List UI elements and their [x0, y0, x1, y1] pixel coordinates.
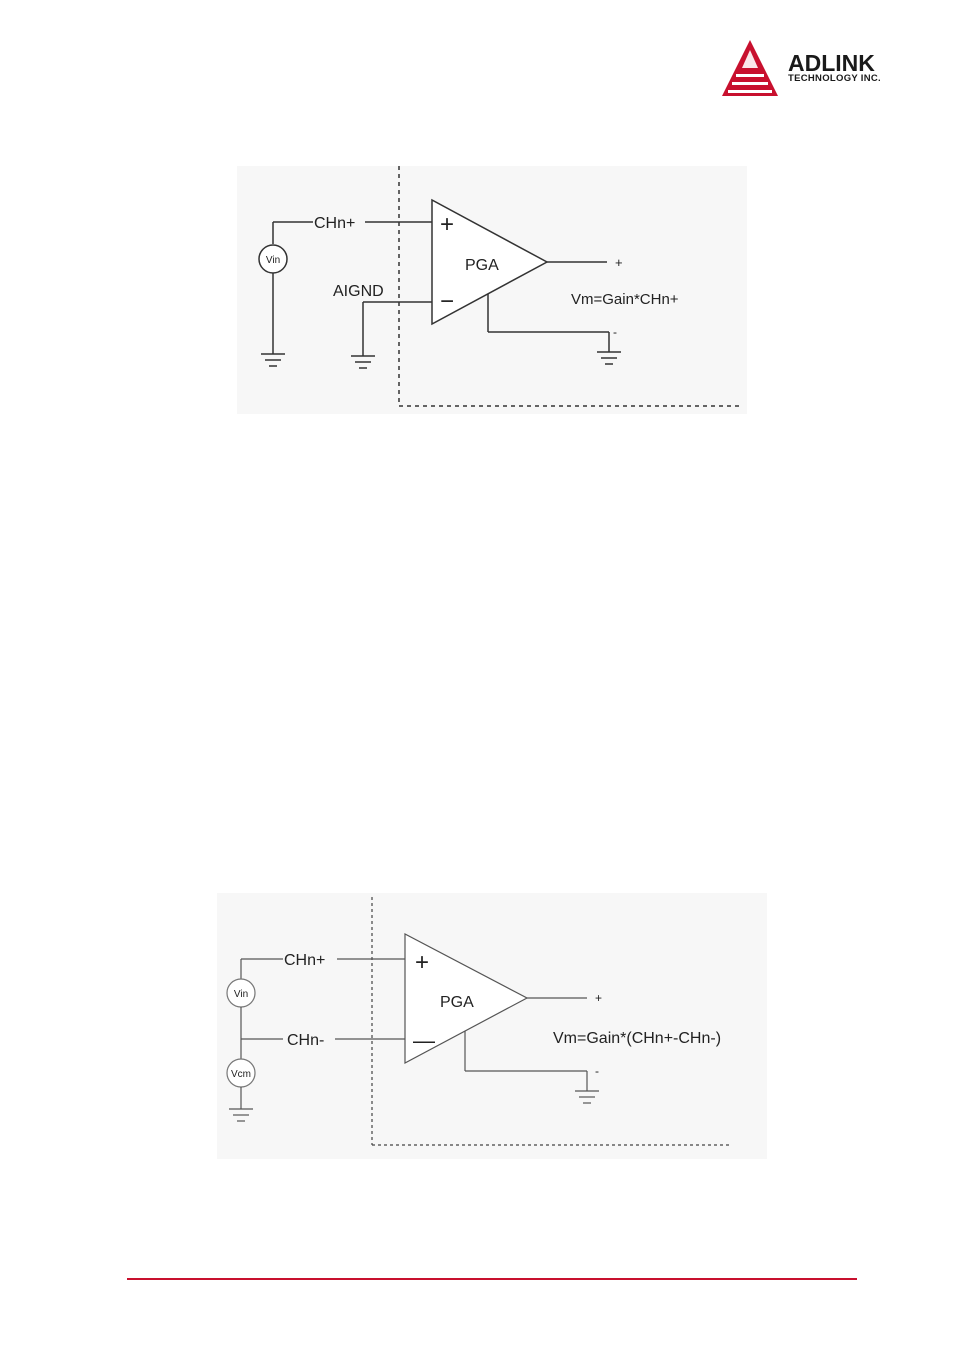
minus-sign: − — [440, 288, 454, 315]
single-ended-diagram: Vin CHn+ AIGND + − PGA + - Vm=Gain*CHn+ — [237, 166, 747, 414]
pga-label: PGA — [440, 994, 474, 1011]
adlink-logo: ADLINK TECHNOLOGY INC. — [722, 38, 912, 98]
vin-label: Vin — [234, 989, 248, 1000]
minus-sign: — — [413, 1028, 435, 1053]
chn-plus-label: CHn+ — [314, 215, 355, 232]
output-minus: - — [595, 1064, 599, 1078]
chn-minus-label: CHn- — [287, 1032, 324, 1049]
formula-label: Vm=Gain*CHn+ — [571, 291, 679, 308]
output-plus: + — [615, 255, 623, 270]
differential-schematic: Vin Vcm CHn+ CHn- + — PGA + - Vm=Gain*(C… — [217, 893, 767, 1159]
plus-sign: + — [415, 949, 429, 976]
vcm-label: Vcm — [231, 1069, 251, 1080]
output-plus: + — [595, 991, 602, 1005]
pga-label: PGA — [465, 257, 499, 274]
formula-label: Vm=Gain*(CHn+-CHn-) — [553, 1030, 721, 1047]
adlink-triangle-icon — [722, 38, 782, 98]
output-minus: - — [613, 325, 617, 339]
single-ended-schematic: Vin CHn+ AIGND + − PGA + - Vm=Gain*CHn+ — [237, 166, 747, 414]
aignd-label: AIGND — [333, 283, 384, 300]
vin-label: Vin — [266, 255, 280, 266]
differential-diagram: Vin Vcm CHn+ CHn- + — PGA + - Vm=Gain*(C… — [217, 893, 767, 1159]
plus-sign: + — [440, 211, 454, 238]
brand-tagline: TECHNOLOGY INC. — [788, 73, 881, 84]
footer-rule — [127, 1278, 857, 1280]
chn-plus-label: CHn+ — [284, 952, 325, 969]
